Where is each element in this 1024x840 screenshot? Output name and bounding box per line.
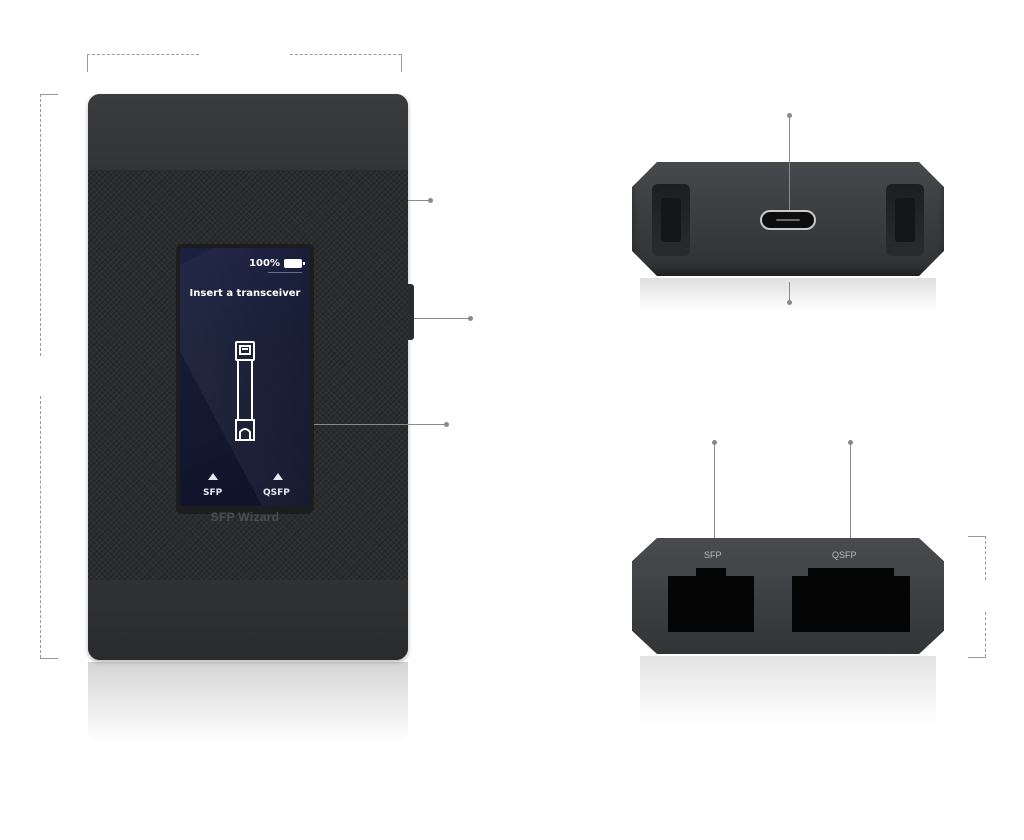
top-view-reflection [640, 278, 936, 312]
screen-qsfp-label: QSFP [263, 488, 290, 498]
battery-percentage: 100% [249, 258, 280, 269]
device-top-cap [88, 94, 408, 170]
device-reflection [88, 662, 408, 742]
device-top-view [632, 162, 944, 276]
device-bottom-cap [88, 580, 408, 660]
left-foot [652, 184, 690, 256]
display-bezel: 100% Insert a transceiver SFP QSFP [176, 244, 314, 514]
sfp-port-label: SFP [704, 550, 722, 560]
port-view-reflection [640, 656, 936, 726]
device-port-view: SFP QSFP [632, 538, 944, 654]
qsfp-port-label: QSFP [832, 550, 857, 560]
device-brand-label: SFP Wizard [210, 510, 280, 524]
battery-divider [268, 272, 302, 273]
qsfp-arrow-icon [273, 473, 283, 480]
side-power-button[interactable] [408, 284, 414, 340]
screen-sfp-label: SFP [203, 488, 223, 498]
usb-c-port-icon [760, 210, 816, 230]
battery-full-icon [284, 259, 305, 268]
display-screen: 100% Insert a transceiver SFP QSFP [180, 248, 310, 506]
sfp-arrow-icon [208, 473, 218, 480]
right-foot [886, 184, 924, 256]
sfp-wizard-device-front: 100% Insert a transceiver SFP QSFP SFP W… [88, 94, 414, 660]
screen-message: Insert a transceiver [189, 288, 301, 299]
transceiver-icon [235, 341, 255, 441]
